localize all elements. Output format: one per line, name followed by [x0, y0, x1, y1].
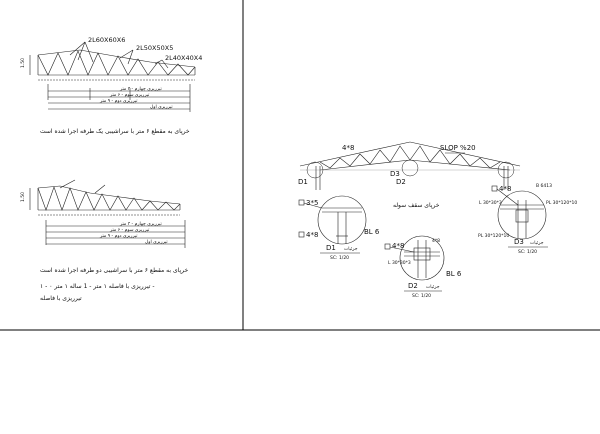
truss1-height: 1.50 [20, 58, 26, 68]
d3-title: D3 [514, 238, 524, 246]
d1-title: D1 [326, 244, 336, 252]
d3-right-small: PL 30*120*10 [546, 200, 577, 206]
truss1-dim-3: تیرریزی دوم - ۹ متر [99, 99, 138, 104]
node-d1-circle [306, 161, 324, 179]
truss1-section-3: 2L40X40X4 [165, 54, 202, 62]
d2-side-label: L 30*30*3 [388, 260, 411, 266]
truss2-caption: خرپای به مقطع ۶ متر با سراشیبی دو طرفه ا… [40, 267, 188, 274]
node-d2-label: D2 [396, 178, 406, 186]
truss2-height: 1.50 [20, 192, 26, 202]
truss-1 [29, 41, 196, 112]
truss2-note-1: تیرریزی با فاصله ۱ متر - 1 ساله ۱ متر ۰ … [40, 283, 155, 290]
truss1-section-2: 2L50X50X5 [136, 44, 173, 52]
node-d1-label: D1 [298, 178, 308, 186]
roof-truss [299, 141, 521, 190]
truss2-note-2: تیرریزی با فاصله [40, 295, 82, 302]
roof-top-label: 4*8 [342, 144, 354, 152]
roof-caption: خرپای سقف سوله [393, 202, 440, 209]
truss2-dim-1: تیرریزی چهارم - ۳ متر [119, 221, 162, 227]
d1-label-bottom: 4*8 [306, 231, 318, 239]
node-d3-label: D3 [390, 170, 400, 178]
truss2-dim-4: تیرریزی اول [145, 240, 168, 245]
d3-scale: SC: 1/20 [518, 249, 537, 255]
d2-scale: SC: 1/20 [412, 293, 431, 299]
d1-subtitle: جزئیات [344, 247, 358, 252]
detail-d3 [491, 185, 547, 240]
d2-plate-label: BL 6 [446, 270, 462, 278]
d2-subtitle: جزئیات [426, 285, 440, 290]
truss1-section-1: 2L60X60X6 [88, 36, 125, 44]
truss-2 [29, 179, 186, 248]
detail-d1 [298, 195, 367, 245]
d1-label-top: 3*5 [306, 199, 318, 207]
d3-left-small: L 30*30*3 [479, 200, 502, 206]
node-d2-circle [401, 159, 419, 177]
node-d3-circle [497, 161, 515, 179]
truss1-dim-4: تیرریزی اول [150, 105, 173, 110]
d2-title: D2 [408, 282, 418, 290]
d3-bottom-small: PL 30*120*10 [478, 233, 509, 239]
truss1-dim-1: تیرریزی چهارم - ۳ متر [119, 86, 162, 92]
d2-label-top: 4*8 [392, 242, 404, 250]
d3-subtitle: جزئیات [530, 241, 544, 246]
d3-label-top: 4*8 [499, 185, 511, 193]
slope-label: SLOP %20 [440, 144, 476, 152]
d3-top-small: B 6413 [536, 183, 552, 189]
truss1-caption: خرپای به مقطع ۶ متر با سراشیبی یک طرفه ا… [40, 128, 190, 135]
d2-label-mid: 4*8 [432, 238, 440, 244]
d1-plate-label: BL 6 [364, 228, 380, 236]
d1-scale: SC: 1/20 [330, 255, 349, 261]
truss1-dim-2: تیرریزی سوم - ۶ متر [109, 93, 150, 98]
detail-d2 [384, 235, 445, 281]
truss2-dim-2: تیرریزی سوم - ۶ متر [109, 228, 150, 233]
truss2-dim-3: تیرریزی دوم - ۹ متر [99, 234, 138, 239]
